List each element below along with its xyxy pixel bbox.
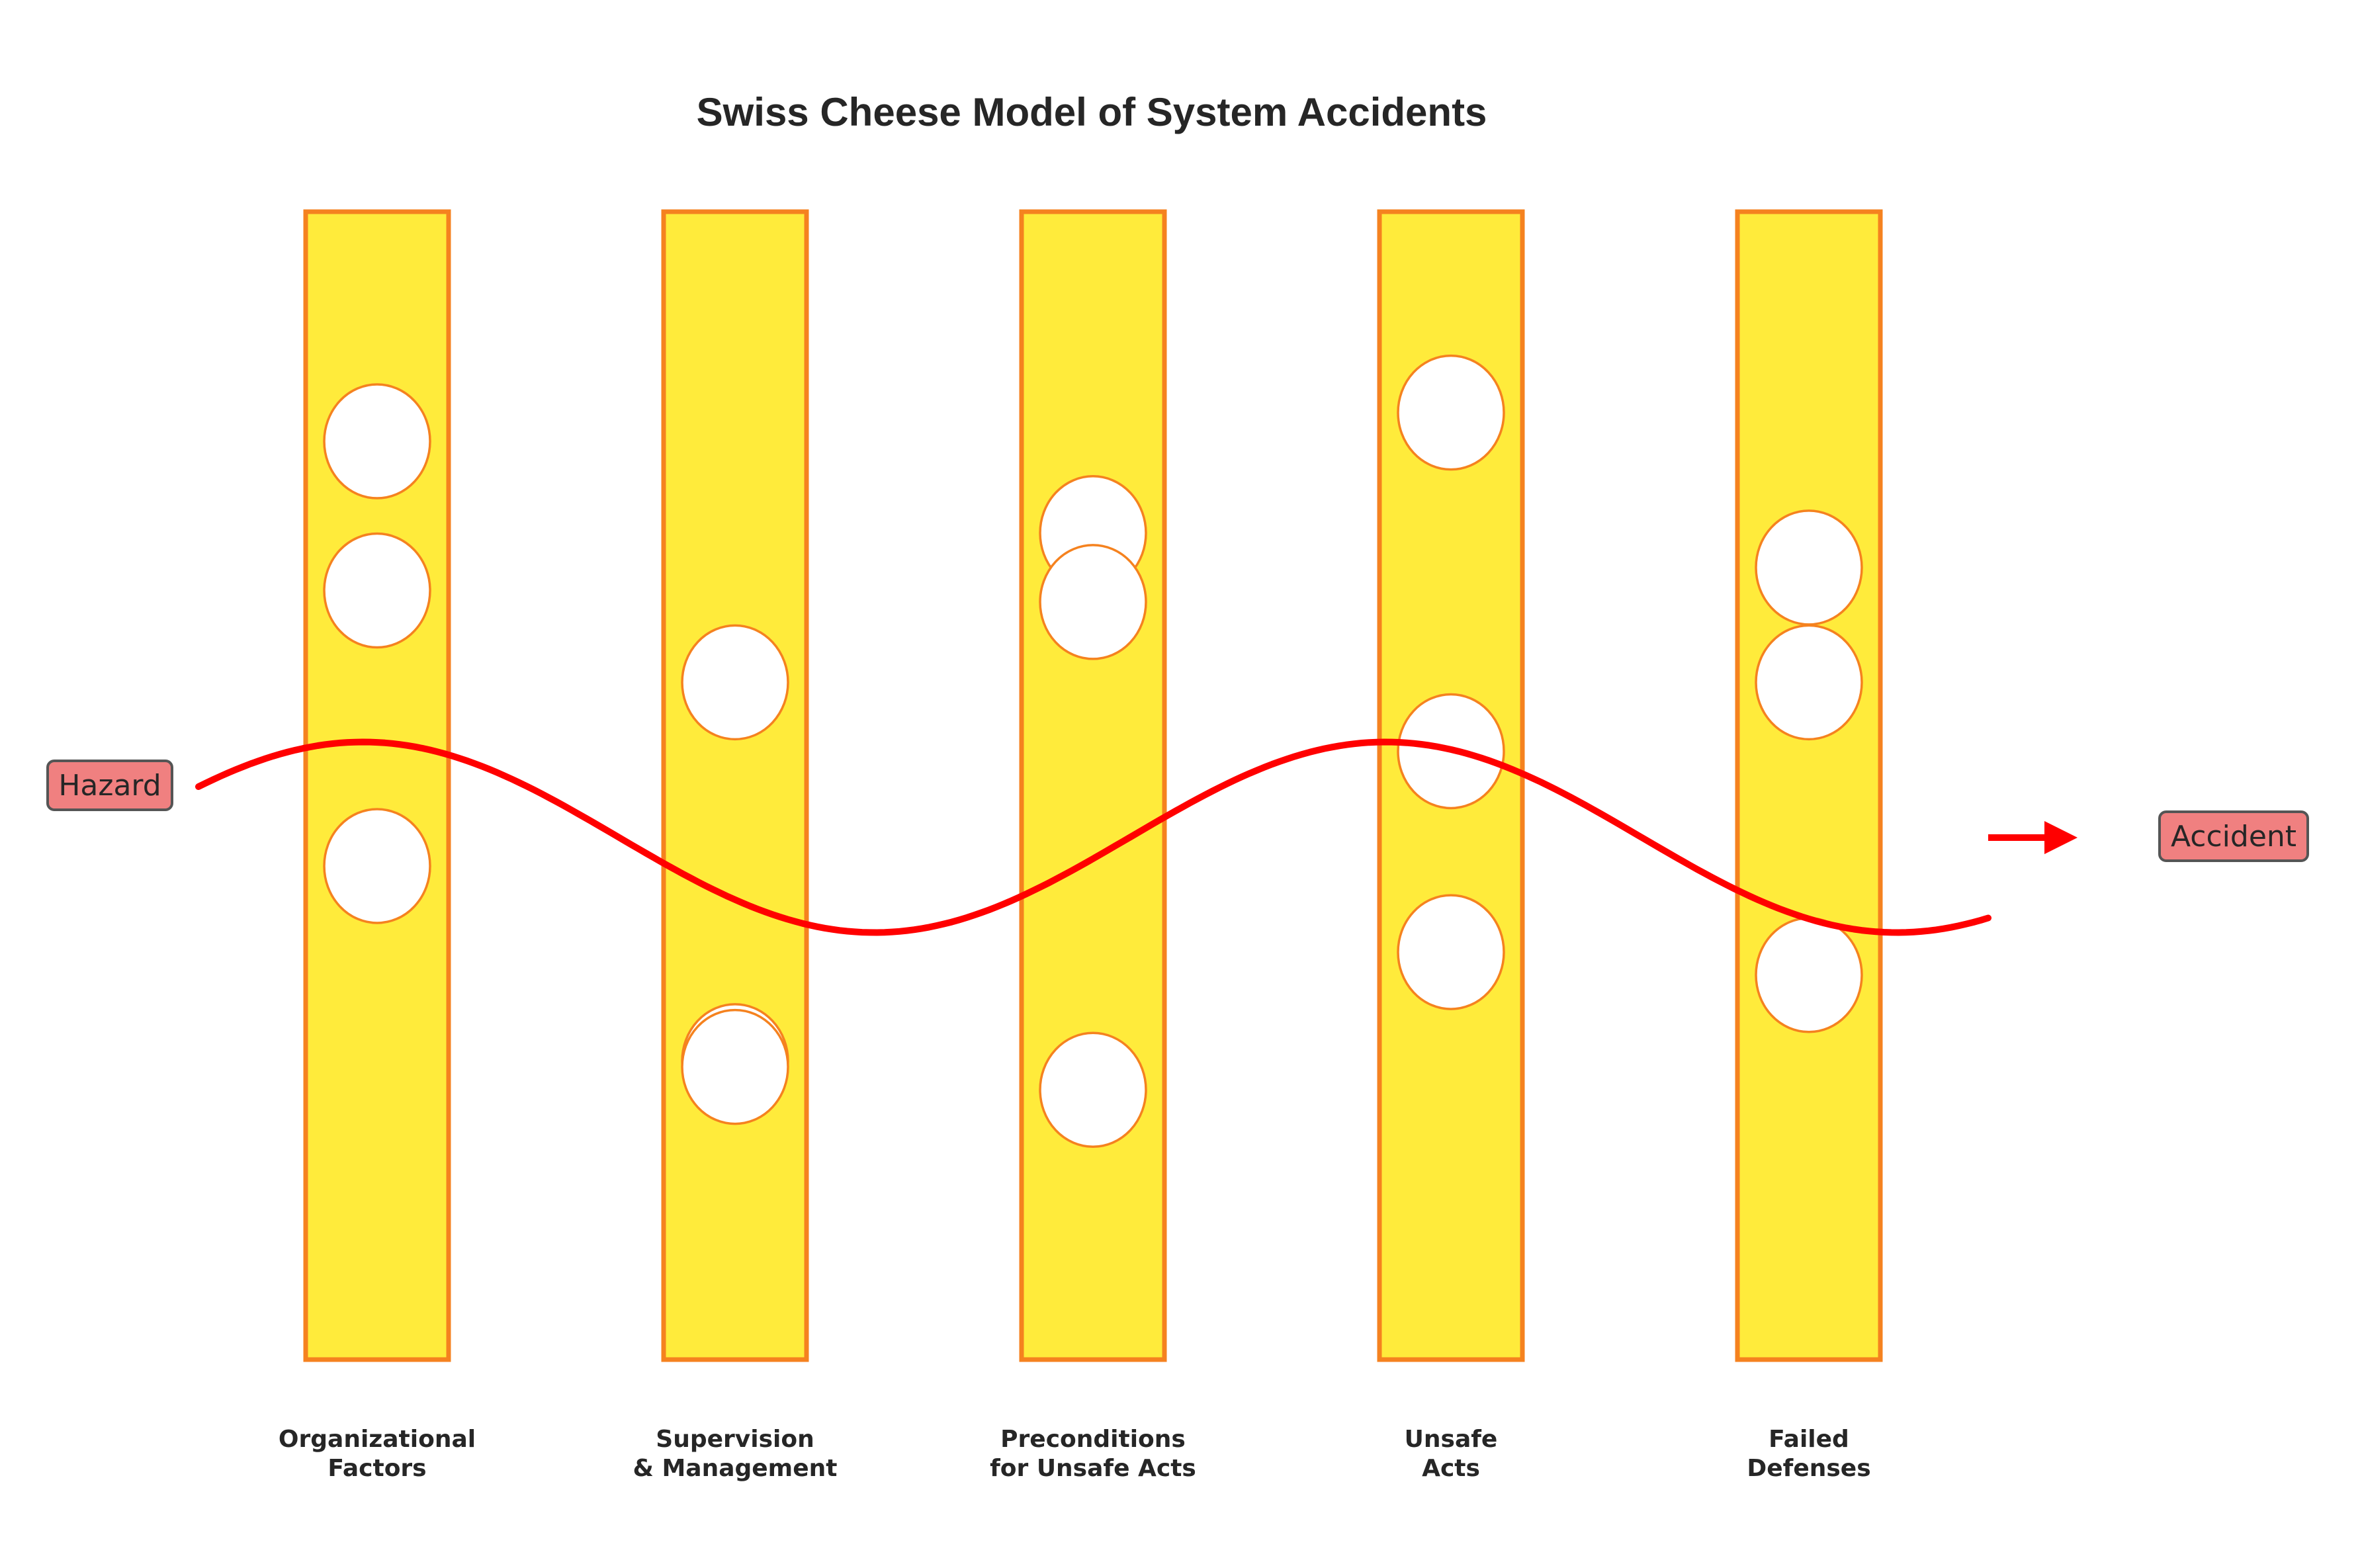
cheese-layers <box>303 209 1883 1362</box>
cheese-layer-supervision-management <box>661 209 809 1362</box>
hazard-box: Hazard <box>46 760 173 811</box>
layer-label-failed-defenses: Defenses <box>1747 1455 1870 1482</box>
cheese-hole <box>323 383 431 500</box>
cheese-hole <box>1755 917 1863 1033</box>
cheese-hole <box>1039 1031 1147 1149</box>
cheese-hole <box>1039 544 1147 660</box>
layer-label-supervision-management: Supervision <box>656 1426 814 1453</box>
cheese-hole <box>323 808 431 924</box>
cheese-hole <box>1397 894 1505 1010</box>
layer-label-organizational-factors: Organizational <box>279 1426 476 1453</box>
hazard-box-background <box>46 760 173 811</box>
accident-label: Accident <box>2171 820 2296 853</box>
accident-box: Accident <box>2158 810 2309 862</box>
cheese-slice <box>1735 209 1883 1362</box>
cheese-hole <box>1755 509 1863 626</box>
cheese-layer-unsafe-acts <box>1377 209 1525 1362</box>
cheese-hole <box>681 624 789 741</box>
layer-label-failed-defenses: Failed <box>1769 1426 1849 1453</box>
cheese-hole <box>323 532 431 649</box>
accident-box-background <box>2158 810 2309 862</box>
cheese-layer-preconditions <box>1019 209 1167 1362</box>
cheese-layer-organizational-factors <box>303 209 451 1362</box>
hazard-trajectory-group <box>195 738 2078 936</box>
diagram-title: Swiss Cheese Model of System Accidents <box>697 90 1487 134</box>
hazard-label: Hazard <box>58 769 161 803</box>
hazard-trajectory-line <box>195 738 1991 936</box>
cheese-slice <box>1019 209 1167 1362</box>
cheese-slice <box>661 209 809 1362</box>
cheese-layer-failed-defenses <box>1735 209 1883 1362</box>
layer-label-organizational-factors: Factors <box>328 1455 426 1482</box>
layer-label-unsafe-acts: Acts <box>1422 1455 1480 1482</box>
cheese-hole <box>1755 624 1863 741</box>
layer-label-preconditions: Preconditions <box>1000 1426 1186 1453</box>
layer-label-unsafe-acts: Unsafe <box>1405 1426 1498 1453</box>
cheese-hole <box>681 1008 789 1125</box>
cheese-hole <box>1397 354 1505 471</box>
layer-label-preconditions: for Unsafe Acts <box>990 1455 1196 1482</box>
layer-label-supervision-management: & Management <box>633 1455 838 1482</box>
